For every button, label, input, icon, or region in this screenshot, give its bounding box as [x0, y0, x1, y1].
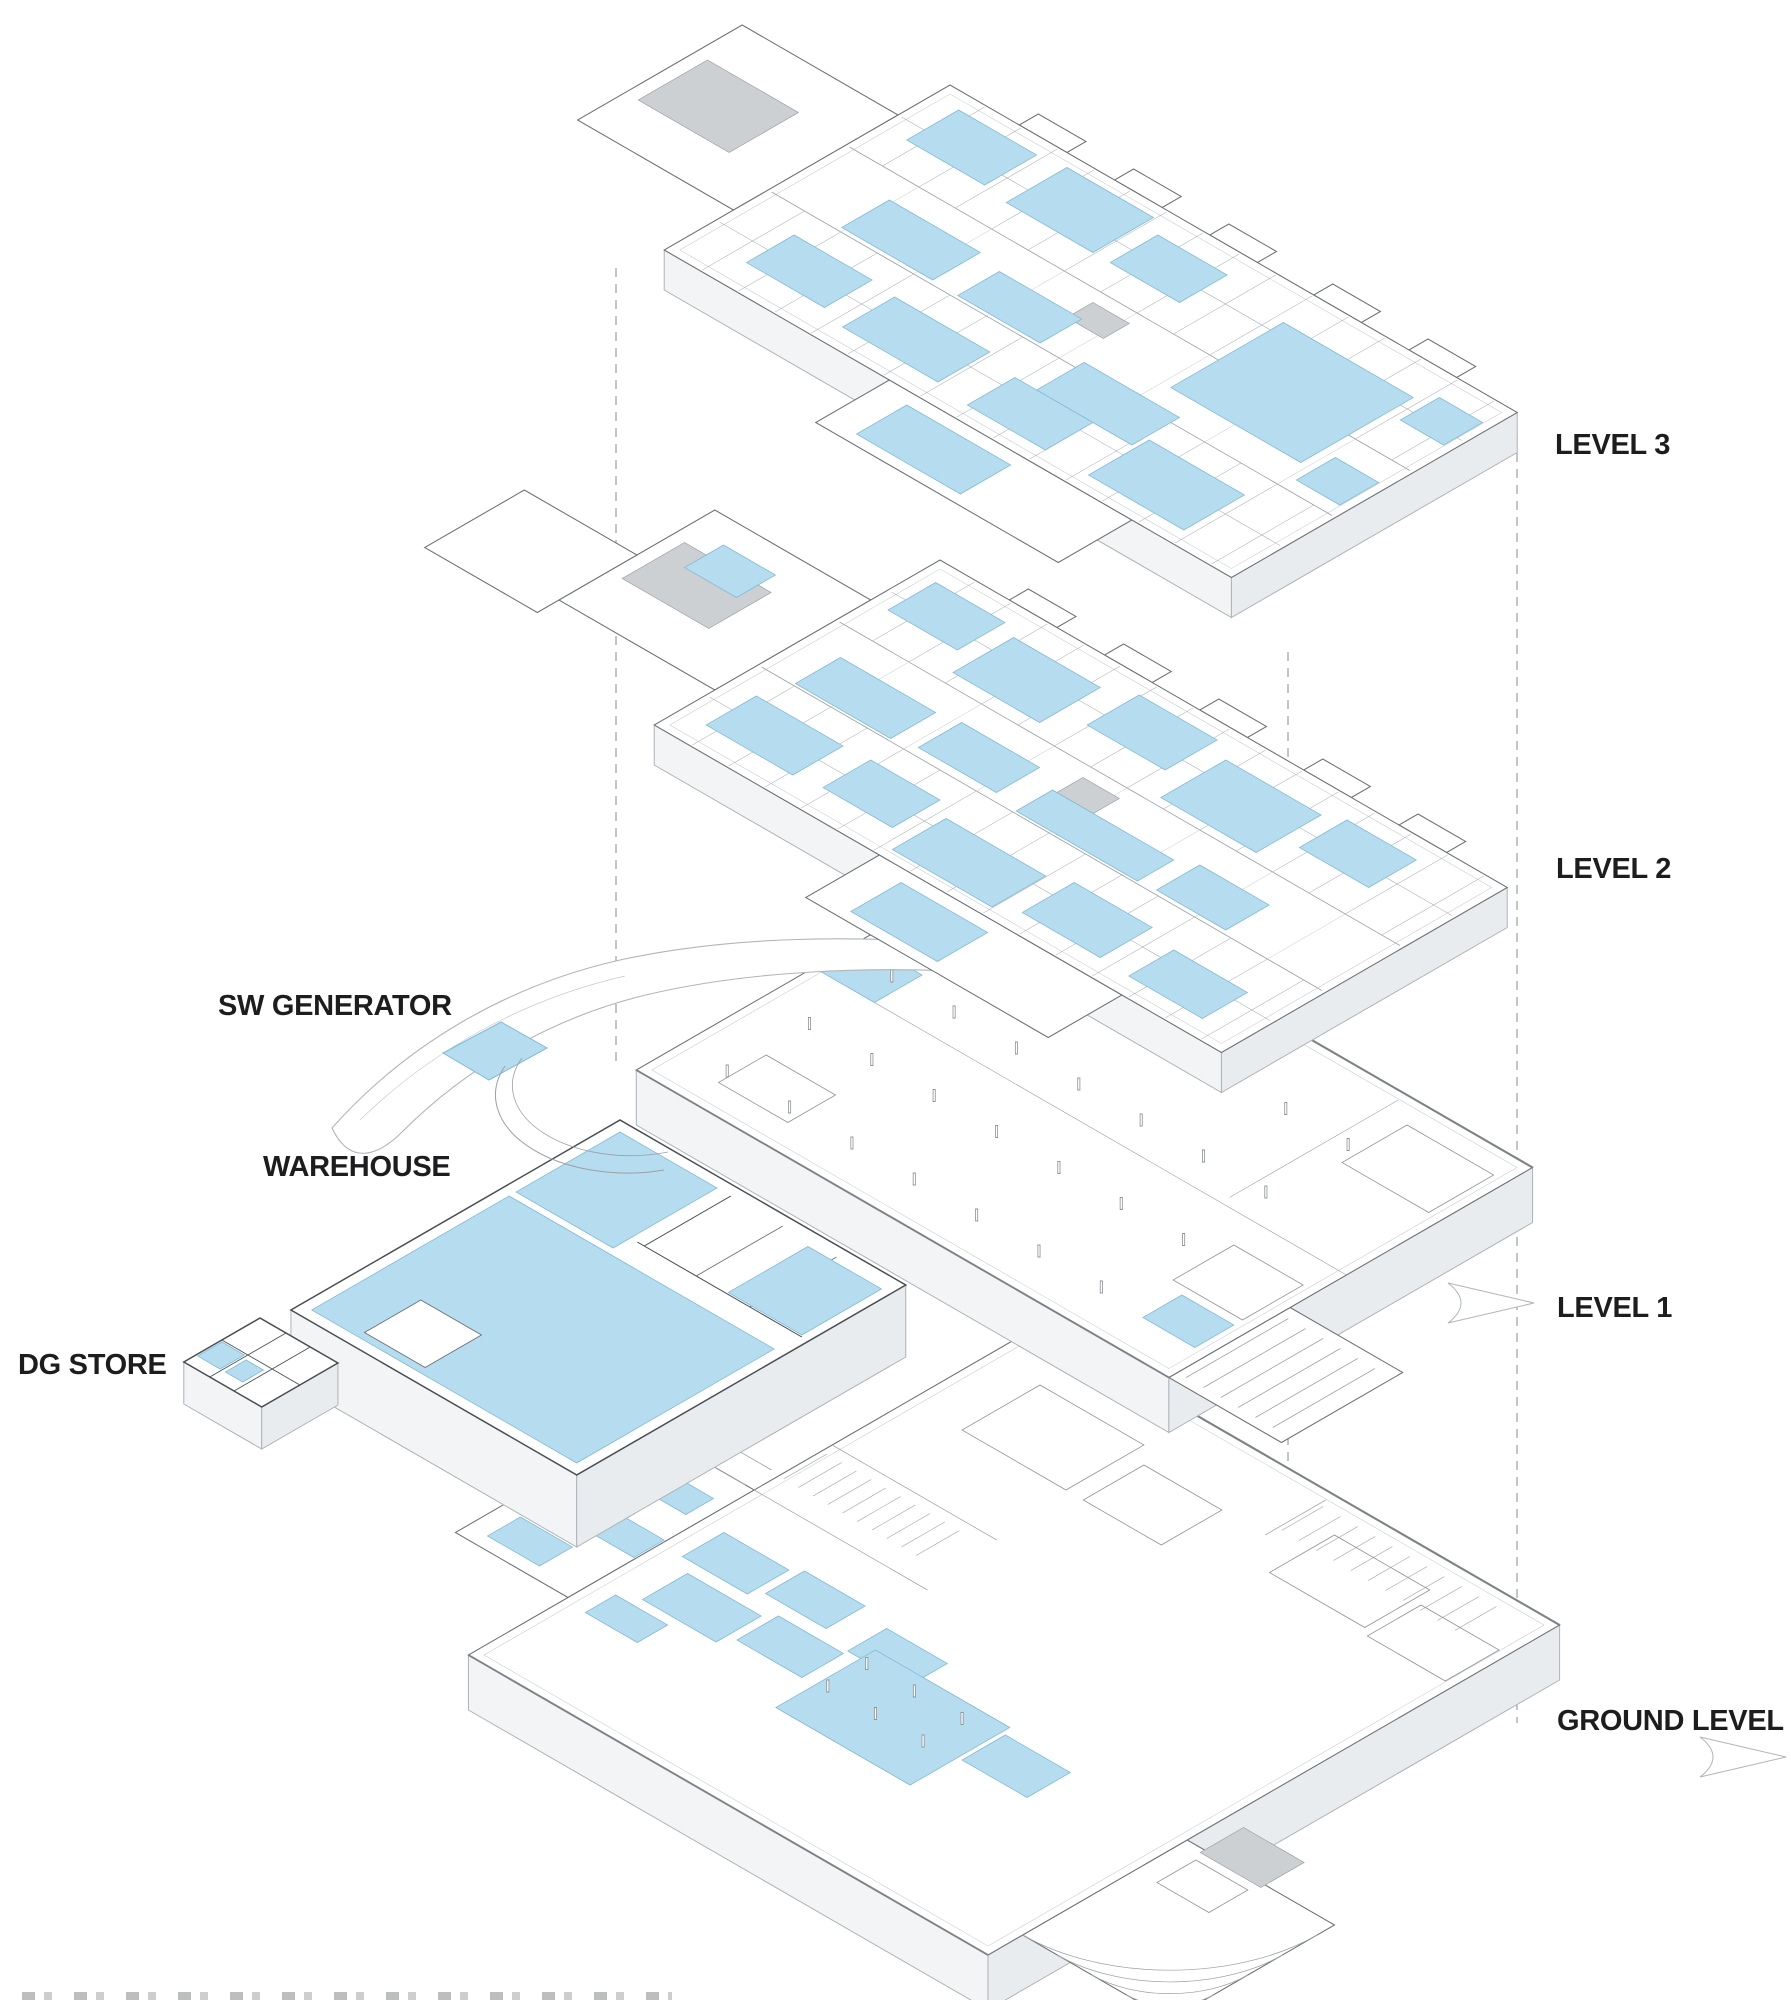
label-level-1: LEVEL 1 [1557, 1292, 1673, 1324]
level-1-leader-flag [1447, 1282, 1535, 1324]
label-dg-store: DG STORE [18, 1349, 167, 1381]
warehouse-plan [289, 1119, 908, 1476]
cropped-caption-fragment [22, 1992, 672, 2000]
label-sw-generator: SW GENERATOR [218, 990, 452, 1022]
level-3-plan [576, 24, 1519, 579]
label-level-3: LEVEL 3 [1555, 429, 1671, 461]
label-ground-level: GROUND LEVEL [1557, 1705, 1784, 1737]
label-level-2: LEVEL 2 [1556, 853, 1672, 885]
ground-level-leader-flag [1699, 1736, 1787, 1778]
level-2-plan [423, 489, 1509, 1054]
dg-store-plan [182, 1317, 340, 1408]
label-warehouse: WAREHOUSE [263, 1151, 451, 1183]
